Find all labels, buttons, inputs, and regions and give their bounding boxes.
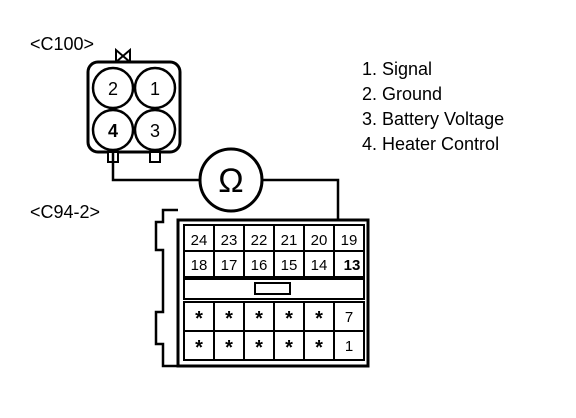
legend-item: 1. Signal: [362, 59, 433, 79]
c100-terminal-tab: [149, 151, 161, 163]
c100-pin-1: [133, 66, 177, 110]
c942-pin-label: *: [255, 337, 263, 359]
legend-item: 4. Heater Control: [362, 134, 500, 154]
c942-pin-label: 17: [221, 257, 238, 274]
ohmmeter: Ω: [198, 147, 264, 213]
c942-pin-label: *: [195, 308, 203, 330]
c942-pin-label: *: [315, 337, 323, 359]
ohmmeter-icon: [198, 147, 264, 213]
c942-pin-label: 14: [311, 257, 328, 274]
c100-pin-label: 4: [108, 121, 118, 141]
c100-pin-label: 2: [108, 79, 118, 99]
c942-lock-slot: [254, 282, 291, 295]
c100-pin-3: [133, 108, 177, 152]
c942-pin-label: 22: [251, 232, 268, 249]
c942-pin-label: 21: [281, 232, 298, 249]
c942-pin-label: 16: [251, 257, 268, 274]
c942-side-flange: [154, 208, 178, 368]
c942-pin-label: 23: [221, 232, 238, 249]
c942-pin-label: 13: [344, 257, 361, 274]
c942-pin-label: *: [195, 337, 203, 359]
c100-pin-label: 1: [150, 79, 160, 99]
c942-pin-label: 15: [281, 257, 298, 274]
c942-pin-label: 7: [345, 309, 353, 326]
c942-pin-label: 19: [341, 232, 358, 249]
c942-pin-label: *: [315, 308, 323, 330]
c942-pin-label: *: [225, 308, 233, 330]
c100-latch-icon: [115, 47, 131, 65]
legend-item: 3. Battery Voltage: [362, 109, 505, 129]
ohm-symbol: Ω: [218, 162, 243, 200]
c942-connector: 24 23 22 21 20 19 18 17 16 15 14 13 * * …: [154, 208, 370, 368]
c942-pin-label: 24: [191, 232, 208, 249]
c942-pin-label: *: [285, 308, 293, 330]
c100-pin-label: 3: [150, 121, 160, 141]
c942-middle-band: [183, 278, 365, 300]
c942-pin-label: 20: [311, 232, 328, 249]
c100-pin-2: [91, 66, 135, 110]
probe-wire-left: [111, 150, 200, 182]
c100-label: <C100>: [30, 34, 94, 54]
legend-item: 2. Ground: [362, 84, 443, 104]
c100-connector: 2 1 4 3: [86, 47, 182, 163]
c942-pin-label: *: [285, 337, 293, 359]
c942-pin-label: *: [225, 337, 233, 359]
c942-label: <C94-2>: [30, 202, 100, 222]
c942-pin-label: *: [255, 308, 263, 330]
c942-pin-label: 18: [191, 257, 208, 274]
c942-pin-label: 1: [345, 338, 353, 355]
